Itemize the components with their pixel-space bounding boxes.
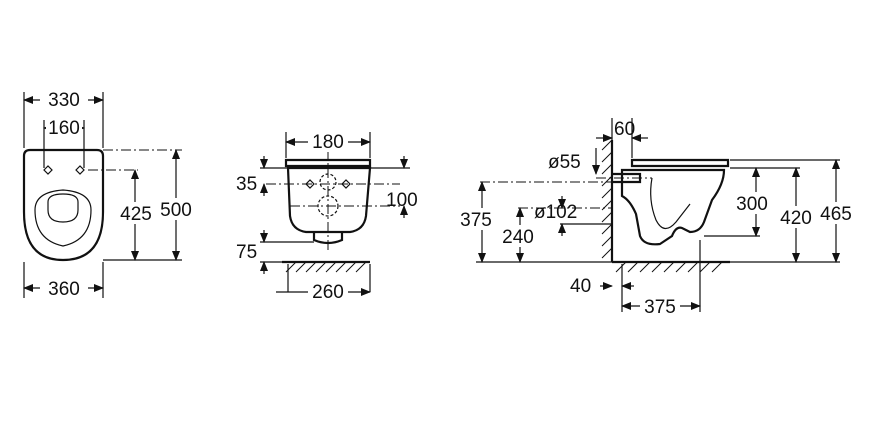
dim-420-label: 420 — [780, 208, 812, 229]
dim-35-label: 35 — [236, 174, 257, 195]
dim-375-horizontal-label: 375 — [644, 297, 676, 318]
side-view: 60 ø55 ø102 375 240 40 375 300 420 465 — [456, 118, 858, 318]
front-view-seat — [284, 158, 372, 168]
dim-100-label: 100 — [386, 190, 418, 211]
dim-75-label: 75 — [236, 242, 257, 263]
front-view-fixing-left-icon — [305, 179, 315, 189]
top-view-fixing-right-icon — [75, 165, 85, 175]
top-view-fixing-left-icon — [43, 165, 53, 175]
front-view-body — [286, 166, 372, 234]
front-view-fixing-right-icon — [341, 179, 351, 189]
dim-160-label: 160 — [48, 118, 80, 139]
dim-180-label: 180 — [312, 132, 344, 153]
dim-55-label: ø55 — [548, 152, 581, 173]
dim-260-label: 260 — [312, 282, 344, 303]
dim-60-label: 60 — [614, 119, 635, 140]
side-view-seat — [630, 158, 730, 168]
dim-500-label: 500 — [160, 200, 192, 221]
dim-40-label: 40 — [570, 276, 591, 297]
dim-330-label: 330 — [48, 90, 80, 111]
top-view-seat-opening — [34, 189, 92, 247]
dim-360-label: 360 — [48, 279, 80, 300]
front-view: 180 35 100 75 260 — [236, 130, 418, 303]
side-view-bowl — [620, 168, 726, 246]
dim-425-label: 425 — [120, 204, 152, 225]
top-view: 330 160 360 425 500 — [22, 88, 195, 300]
top-view-inner-rim — [47, 193, 79, 223]
dim-102-label: ø102 — [534, 202, 577, 223]
dim-465-label: 465 — [820, 204, 852, 225]
dim-375-vertical-label: 375 — [460, 210, 492, 231]
side-view-trapway — [650, 177, 691, 230]
dim-300-label: 300 — [736, 194, 768, 215]
dim-240-label: 240 — [502, 227, 534, 248]
top-view-bowl-outline — [22, 148, 105, 262]
